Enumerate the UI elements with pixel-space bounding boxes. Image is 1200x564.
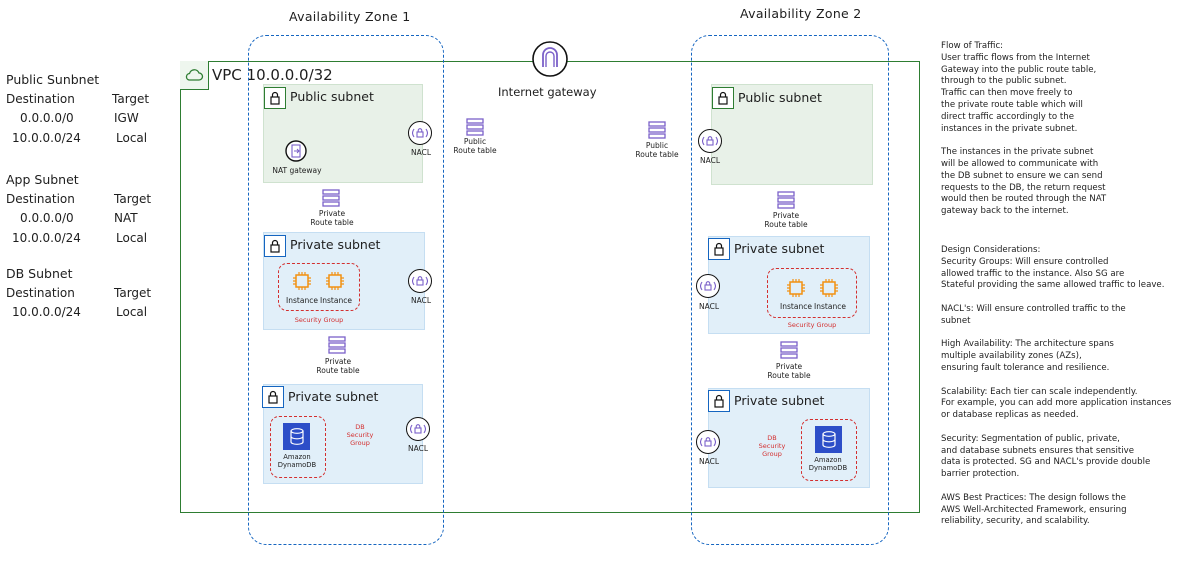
private-route-table-label: Private Route table	[767, 362, 811, 380]
security-group-label: Security Group	[294, 316, 344, 324]
public-subnet-az1	[263, 84, 423, 183]
az2-boundary	[691, 35, 889, 545]
dynamodb-icon	[283, 423, 310, 450]
nacl-label: NACL	[698, 457, 720, 466]
design-considerations-notes: Design Considerations: Security Groups: …	[941, 245, 1172, 527]
instance-label: Instance	[286, 296, 318, 305]
instance-icon	[786, 278, 806, 302]
dest-value: 10.0.0.0/24	[12, 130, 81, 145]
dest-value: 0.0.0.0/0	[20, 111, 74, 126]
route-table-icon	[777, 191, 795, 213]
flow-of-traffic-notes: Flow of Traffic: User traffic flows from…	[941, 41, 1107, 217]
security-group-box	[278, 263, 360, 311]
dynamodb-label: Amazon DynamoDB	[808, 456, 848, 472]
instance-icon	[819, 278, 839, 302]
nacl-label: NACL	[699, 156, 721, 165]
route-table-title: DB Subnet	[6, 266, 73, 281]
target-header: Target	[114, 285, 152, 300]
nacl-label: NACL	[407, 444, 429, 453]
nacl-label: NACL	[698, 302, 720, 311]
route-table-db: DB Subnet Destination Target 10.0.0.0/24 L…	[6, 264, 151, 323]
security-group-label: Security Group	[787, 321, 837, 329]
route-table-icon	[328, 336, 346, 358]
public-subnet-az2	[711, 84, 873, 185]
private-route-table-label: Private Route table	[764, 211, 808, 229]
public-subnet-title: Public subnet	[738, 90, 822, 105]
private-subnet-title: Private subnet	[734, 241, 825, 256]
private-subnet-db-az2	[708, 388, 870, 488]
dest-header: Destination	[6, 191, 75, 206]
dest-header: Destination	[6, 285, 75, 300]
db-security-group-box	[801, 419, 857, 481]
route-table-icon	[466, 118, 484, 140]
nacl-icon	[408, 269, 432, 293]
instance-label: Instance	[780, 302, 812, 311]
internet-gateway-label: Internet gateway	[498, 85, 597, 99]
security-group-box	[767, 268, 857, 318]
dynamodb-icon	[815, 426, 842, 453]
target-header: Target	[112, 91, 150, 106]
dest-header: Destination	[6, 91, 75, 106]
nacl-icon	[408, 121, 432, 145]
nacl-label: NACL	[410, 148, 432, 157]
route-table-app: App Subnet Destination Target 0.0.0.0/0 NA…	[6, 170, 151, 248]
lock-icon	[262, 386, 284, 408]
internet-gateway-icon	[531, 40, 569, 78]
az2-label: Availability Zone 2	[740, 6, 862, 21]
route-table-icon	[780, 341, 798, 363]
target-value: Local	[116, 130, 148, 145]
lock-icon	[708, 238, 730, 260]
route-table-icon	[322, 189, 340, 211]
dest-value: 10.0.0.0/24	[12, 305, 81, 320]
private-subnet-title: Private subnet	[734, 393, 825, 408]
az1-boundary	[248, 35, 444, 545]
nacl-icon	[696, 274, 720, 298]
nat-gateway-icon	[285, 140, 307, 162]
db-security-group-box	[270, 416, 326, 478]
db-security-group-label: DB Security Group	[758, 434, 786, 458]
public-subnet-title: Public subnet	[290, 89, 374, 104]
target-value: Local	[116, 230, 148, 245]
lock-icon	[264, 87, 286, 109]
cloud-icon	[180, 61, 209, 90]
nat-gateway-label: NAT gateway	[272, 166, 322, 175]
dest-value: 0.0.0.0/0	[20, 211, 74, 226]
nacl-icon	[698, 129, 722, 153]
route-table-title: App Subnet	[6, 172, 79, 187]
private-subnet-title: Private subnet	[288, 389, 379, 404]
private-subnet-title: Private subnet	[290, 237, 381, 252]
dest-value: 10.0.0.0/24	[12, 230, 81, 245]
lock-icon	[708, 390, 730, 412]
target-value: NAT	[114, 211, 138, 226]
public-route-table-label: Public Route table	[453, 137, 497, 155]
instance-label: Instance	[814, 302, 846, 311]
instance-label: Instance	[320, 296, 352, 305]
vpc-label: VPC 10.0.0.0/32	[212, 66, 333, 84]
db-security-group-label: DB Security Group	[346, 423, 374, 447]
lock-icon	[264, 235, 286, 257]
route-table-icon	[648, 121, 666, 143]
instance-icon	[292, 271, 312, 295]
az1-label: Availability Zone 1	[289, 9, 411, 24]
route-table-public: Public Sunbnet Destination Target 0.0.0.0…	[6, 70, 149, 148]
private-route-table-label: Private Route table	[310, 209, 354, 227]
lock-icon	[712, 87, 734, 109]
nacl-icon	[696, 430, 720, 454]
nacl-label: NACL	[410, 296, 432, 305]
target-value: Local	[116, 305, 148, 320]
private-route-table-label: Private Route table	[316, 357, 360, 375]
target-value: IGW	[114, 111, 139, 126]
dynamodb-label: Amazon DynamoDB	[277, 453, 317, 469]
public-route-table-label: Public Route table	[635, 141, 679, 159]
instance-icon	[325, 271, 345, 295]
route-table-title: Public Sunbnet	[6, 72, 100, 87]
target-header: Target	[114, 191, 152, 206]
nacl-icon	[406, 417, 430, 441]
